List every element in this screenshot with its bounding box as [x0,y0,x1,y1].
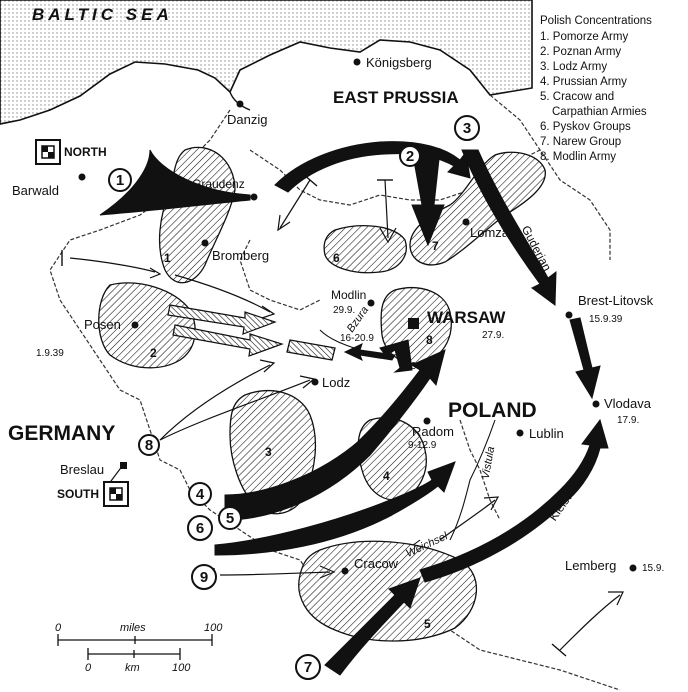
arrow-bzura [343,343,396,361]
arrow-warsaw [379,339,413,373]
scale-miles-hundred: 100 [204,622,223,634]
city-danzig: Danzig [227,112,267,127]
legend-title: Polish Concentrations [540,15,652,27]
city-lublin: Lublin [529,426,564,441]
city-breslau: Breslau [60,462,104,477]
legend-item: 5. Cracow and [540,91,614,103]
area-number-2: 2 [150,346,157,360]
arrow-brest-vlodava [569,317,601,400]
legend: Polish Concentrations 1. Pomorze Army 2.… [540,15,652,163]
region-east-prussia: EAST PRUSSIA [333,88,459,107]
legend-item: 2. Poznan Army [540,46,621,58]
legend-item: 3. Lodz Army [540,61,607,73]
city-lomza: Lomza [470,225,510,240]
date-warsaw: 27.9. [482,330,504,341]
city-lodz: Lodz [322,375,350,390]
area-number-4: 4 [383,469,390,483]
river-vistula: Vistula [480,446,498,480]
arrow-6 [214,461,456,556]
city-vlodava: Vlodava [604,396,652,411]
legend-item: 1. Pomorze Army [540,31,628,43]
scale-miles-label: miles [120,622,146,634]
sea-label: BALTIC SEA [32,5,173,24]
arrow-arc [274,141,471,193]
city-konigsberg: Königsberg [366,55,432,70]
command-north: NORTH [64,145,107,159]
date-modlin: 29.9. [333,305,355,316]
german-army-8: 8 [145,437,153,454]
german-army-9: 9 [200,569,208,586]
arrow-4 [224,349,446,521]
area-number-5: 5 [424,617,431,631]
area-number-8: 8 [426,333,433,347]
command-south: SOUTH [57,487,99,501]
legend-item: 8. Modlin Army [540,151,616,163]
german-army-7: 7 [304,659,312,676]
legend-item: 7. Narew Group [540,136,621,148]
arrow-7 [324,577,421,676]
region-poland: POLAND [448,399,537,422]
legend-item: 4. Prussian Army [540,76,627,88]
city-modlin: Modlin [331,288,366,302]
date-lemberg: 15.9. [642,563,664,574]
scale-km-zero: 0 [85,662,92,674]
city-dots [78,58,637,575]
german-army-2: 2 [406,148,414,165]
hq-south-symbol [103,481,129,507]
scale-km-label: km [125,662,140,674]
german-army-5: 5 [226,510,234,527]
city-warsaw: WARSAW [427,308,506,327]
posen-arrows [167,304,284,357]
date-posen-front: 1.9.39 [36,348,64,359]
bzura-pocket [286,339,336,361]
area-number-6: 6 [333,251,340,265]
thin-arrows [69,179,624,651]
hq-north-symbol [35,139,61,165]
german-army-3: 3 [463,120,471,137]
date-radom: 9-12.9 [408,440,437,451]
baltic-sea [0,0,533,125]
scale-bars [57,634,213,660]
scale-miles-zero: 0 [55,622,62,634]
legend-item: 6. Pyskov Groups [540,121,631,133]
arrow-2 [411,149,445,247]
city-lemberg: Lemberg [565,558,616,573]
region-germany: GERMANY [8,422,115,445]
german-arrows [99,141,609,676]
date-brest: 15.9.39 [589,314,623,325]
date-warsaw-approach: 9.9 [411,361,425,372]
date-bzura: 16-20.9 [340,333,374,344]
arrow-guderian [461,149,557,306]
scale-km-hundred: 100 [172,662,191,674]
german-army-6: 6 [196,520,204,537]
area-number-1: 1 [164,251,171,265]
city-barwald: Barwald [12,183,59,198]
german-army-1: 1 [116,172,124,189]
city-radom: Radom [412,424,454,439]
area-7 [409,151,546,266]
legend-item: Carpathian Armies [552,106,647,118]
arrow-kleist [419,418,609,583]
army-circles [108,115,480,680]
city-bromberg: Bromberg [212,248,269,263]
area-number-7: 7 [432,239,439,253]
city-graudenz: Graudenz [192,177,245,191]
city-posen: Posen [84,317,121,332]
german-army-4: 4 [196,486,205,503]
date-vlodava: 17.9. [617,415,639,426]
city-cracow: Cracow [354,556,399,571]
area-2 [98,282,196,369]
area-number-3: 3 [265,445,272,459]
arrow-1 [99,149,251,216]
city-brest: Brest-Litovsk [578,293,654,308]
